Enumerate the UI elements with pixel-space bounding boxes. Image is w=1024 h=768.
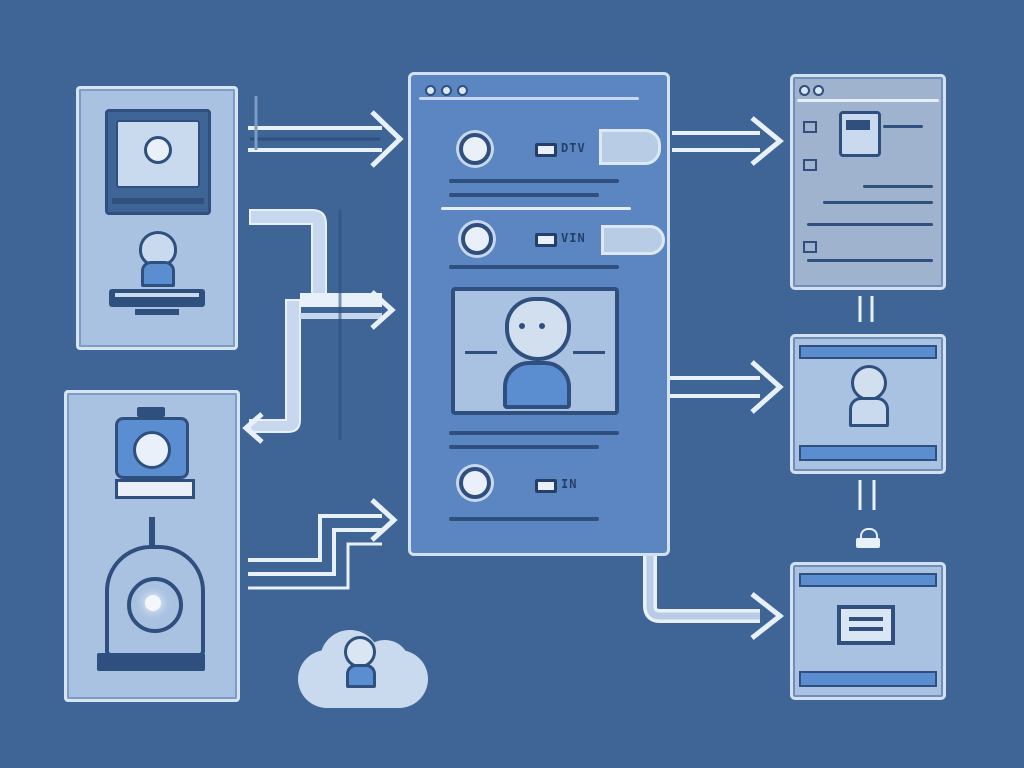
lantern-icon bbox=[97, 517, 209, 679]
text-line bbox=[449, 265, 619, 269]
avatar-image-card bbox=[451, 287, 619, 415]
tag-box-3 bbox=[535, 479, 557, 493]
arrow-center-to-right-middle bbox=[658, 360, 784, 414]
tag-label-2: VIN bbox=[561, 231, 586, 245]
arrow-center-to-right-top bbox=[672, 116, 784, 166]
arrow-top-to-center bbox=[248, 110, 404, 168]
arrow-bottom-to-center bbox=[248, 498, 398, 590]
cloud-avatar-icon bbox=[298, 620, 432, 712]
dashboard-window-icon bbox=[790, 74, 946, 290]
text-line bbox=[449, 179, 619, 183]
radio-button-3[interactable] bbox=[459, 467, 491, 499]
radio-button-1[interactable] bbox=[459, 133, 491, 165]
person-avatar-icon bbox=[133, 231, 177, 287]
text-line bbox=[449, 445, 599, 449]
device-icon bbox=[115, 407, 195, 499]
left-bottom-panel bbox=[64, 390, 240, 702]
tag-label-1: DTV bbox=[561, 141, 586, 155]
radio-button-2[interactable] bbox=[461, 223, 493, 255]
avatar-icon bbox=[845, 365, 891, 429]
curved-connector-left bbox=[242, 96, 396, 444]
monitor-icon bbox=[105, 109, 211, 215]
tag-box-2 bbox=[535, 233, 557, 247]
device-thumbnail-icon bbox=[839, 111, 881, 157]
toggle-handle-2[interactable] bbox=[601, 225, 665, 255]
divider bbox=[441, 207, 631, 210]
text-line bbox=[449, 431, 619, 435]
tag-box-1 bbox=[535, 143, 557, 157]
text-line bbox=[449, 193, 599, 197]
text-line bbox=[449, 517, 599, 521]
central-panel: DTV VIN IN bbox=[408, 72, 670, 556]
title-bar-line bbox=[419, 97, 639, 100]
tag-label-3: IN bbox=[561, 477, 578, 491]
toggle-handle-1[interactable] bbox=[599, 129, 661, 165]
lock-icon bbox=[856, 528, 880, 550]
form-box-icon bbox=[837, 605, 895, 645]
desk-icon bbox=[109, 289, 205, 319]
avatar-image bbox=[499, 295, 571, 409]
form-window-icon bbox=[790, 562, 946, 700]
right-connector-ticks bbox=[858, 296, 876, 510]
avatar-window-icon bbox=[790, 334, 946, 474]
left-top-panel bbox=[76, 86, 238, 350]
